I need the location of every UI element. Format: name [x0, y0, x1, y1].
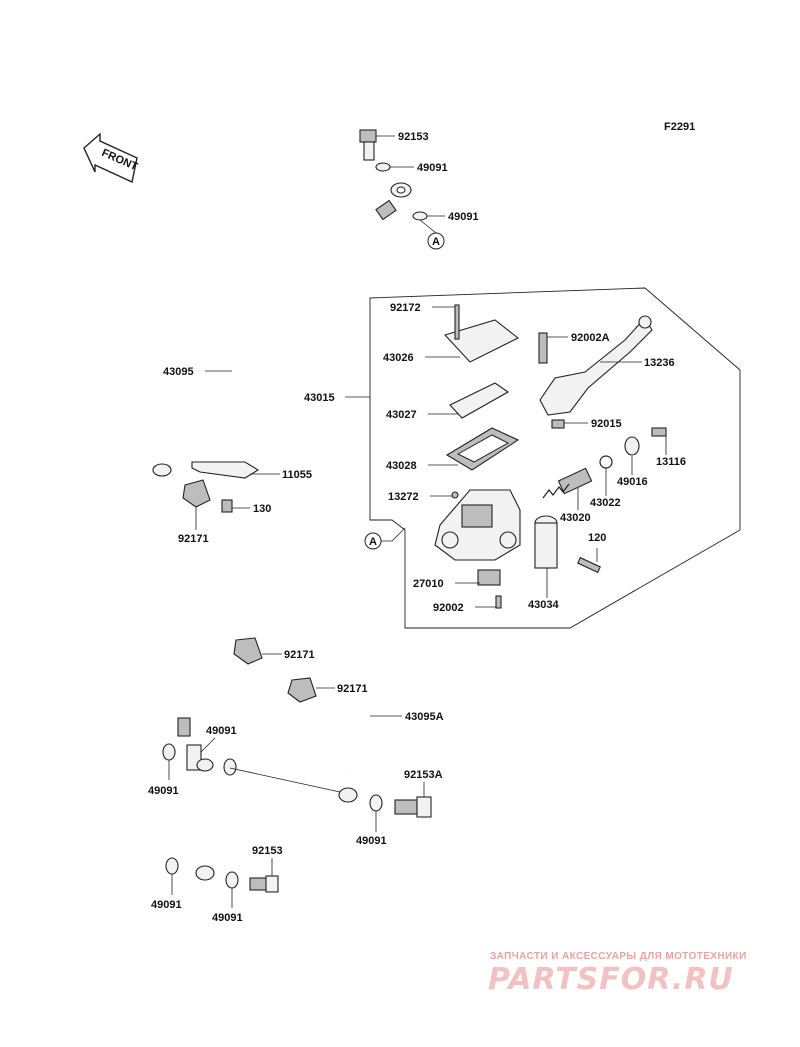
- label-49091-a: 49091: [417, 162, 448, 174]
- part-labels: 92153 49091 49091 43095 43015 92172 4302…: [148, 131, 686, 924]
- ref-marker-a-top-text: A: [432, 236, 440, 248]
- circlip-43022: [599, 455, 613, 469]
- label-49091-g: 49091: [212, 912, 243, 924]
- banjo-bolt-92153-bottom: [249, 875, 279, 893]
- label-13116: 13116: [656, 456, 686, 468]
- brake-hose-43095A: [201, 704, 381, 850]
- label-49091-c: 49091: [206, 725, 237, 737]
- label-92002: 92002: [433, 602, 464, 614]
- boot-49016: [624, 436, 640, 456]
- leader-lines: [168, 135, 667, 908]
- banjo-bolt-92153A: [394, 796, 432, 818]
- label-43022: 43022: [590, 497, 621, 509]
- label-13272: 13272: [388, 491, 419, 503]
- label-43026: 43026: [383, 352, 414, 364]
- bolt-130: [221, 499, 233, 513]
- label-13236: 13236: [644, 357, 675, 369]
- holder-43034: [534, 515, 558, 569]
- label-49091-f: 49091: [151, 899, 182, 911]
- label-92002A: 92002A: [571, 332, 610, 344]
- label-92172: 92172: [390, 302, 421, 314]
- label-43034: 43034: [528, 599, 559, 611]
- label-92153-bottom: 92153: [252, 845, 283, 857]
- label-27010: 27010: [413, 578, 444, 590]
- label-92171-a: 92171: [178, 533, 209, 545]
- label-130: 130: [253, 503, 271, 515]
- pin-13116: [651, 427, 667, 437]
- label-49016: 49016: [617, 476, 648, 488]
- label-92153-top: 92153: [398, 131, 429, 143]
- washer-49091-f: [165, 857, 179, 875]
- washer-49091-a: [375, 162, 391, 172]
- front-arrow-icon: FRONT: [83, 132, 140, 184]
- pivot-bolt-92002A: [538, 332, 548, 364]
- brake-hose-43095: [151, 199, 397, 737]
- banjo-bolt-92153-top: [359, 129, 377, 161]
- label-92015: 92015: [591, 418, 622, 430]
- clamp-92171-c: [287, 677, 317, 703]
- nut-92015: [551, 419, 565, 429]
- washer-49091-g: [225, 871, 239, 889]
- bolt-120: [577, 556, 601, 574]
- label-92153A: 92153A: [404, 769, 443, 781]
- bracket-11055: [191, 461, 260, 479]
- master-cylinder-body: [434, 489, 521, 561]
- label-49091-b: 49091: [448, 211, 479, 223]
- clamp-92171-a: [182, 479, 211, 508]
- washer-49091-e: [369, 794, 383, 812]
- banjo-fitting: [390, 182, 412, 198]
- three-way-joint: [186, 744, 214, 772]
- ref-marker-a-box-text: A: [369, 536, 377, 548]
- watermark-subtitle: ЗАПЧАСТИ И АКСЕССУАРЫ ДЛЯ МОТОТЕХНИКИ: [490, 951, 747, 962]
- screw-92172: [454, 304, 460, 340]
- label-43027: 43027: [386, 409, 417, 421]
- washer-49091-b: [412, 211, 428, 221]
- reservoir-cap-43026: [443, 319, 520, 363]
- label-11055: 11055: [282, 469, 312, 481]
- brake-lever-13236: [539, 315, 653, 416]
- screw-92002: [495, 595, 502, 609]
- banjo-fitting-bottom: [195, 865, 215, 881]
- watermark-logo: PARTSFOR.RU: [488, 962, 734, 997]
- screw-13272: [451, 491, 459, 499]
- label-49091-e: 49091: [356, 835, 387, 847]
- figure-code: F2291: [664, 121, 695, 133]
- clamp-27010: [477, 569, 501, 586]
- label-43020: 43020: [560, 512, 591, 524]
- label-120: 120: [588, 532, 606, 544]
- clamp-92171-b: [233, 637, 263, 665]
- label-92171-c: 92171: [337, 683, 368, 695]
- assembly-box-43015: [369, 287, 741, 629]
- label-43028: 43028: [386, 460, 417, 472]
- banjo-fitting-lower: [338, 787, 358, 803]
- plate-43027: [449, 382, 510, 419]
- piston-43020: [542, 467, 593, 499]
- washer-49091-c: [162, 743, 176, 761]
- washer-49091-d: [223, 758, 237, 776]
- label-43015: 43015: [304, 392, 335, 404]
- label-43095: 43095: [163, 366, 194, 378]
- label-92171-b: 92171: [284, 649, 315, 661]
- label-49091-d: 49091: [148, 785, 179, 797]
- label-43095A: 43095A: [405, 711, 444, 723]
